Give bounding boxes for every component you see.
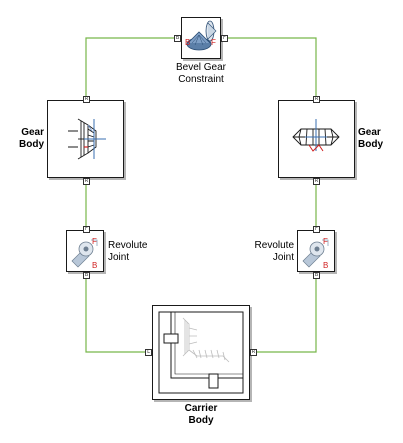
- carrier-frame-icon: [158, 311, 244, 394]
- gear-body-left-port-top[interactable]: R: [83, 96, 90, 103]
- revolute-right-icon-label-b: B: [323, 261, 328, 270]
- bevel-port-f[interactable]: F: [221, 35, 228, 42]
- carrier-port-left[interactable]: L: [145, 349, 152, 356]
- bevel-port-b[interactable]: B: [174, 35, 181, 42]
- revolute-joint-icon: F B: [302, 237, 329, 270]
- carrier-body-block[interactable]: [152, 305, 250, 400]
- bevel-gear-front-icon: [292, 119, 340, 152]
- bevel-gear-constraint-label: Bevel Gear Constraint: [175, 62, 227, 85]
- revolute-joint-left-label: Revolute Joint: [108, 240, 148, 263]
- revolute-joint-right-block[interactable]: F B: [297, 230, 335, 272]
- revolute-joint-icon: F B: [71, 237, 98, 270]
- revolute-left-icon-label-b: B: [92, 261, 97, 270]
- revolute-joint-right-label: Revolute Joint: [254, 240, 294, 263]
- bevel-icon-label-f: F: [211, 38, 216, 47]
- gear-body-right-port-top[interactable]: R: [313, 96, 320, 103]
- gear-body-left-port-bottom[interactable]: R: [83, 178, 90, 185]
- gear-body-right-port-bottom[interactable]: R: [313, 178, 320, 185]
- carrier-body-label: Carrier Body: [184, 403, 218, 426]
- revolute-left-port-f[interactable]: F: [83, 226, 90, 233]
- revolute-left-port-b[interactable]: B: [83, 272, 90, 279]
- connector-right-joint-to-carrier[interactable]: [254, 277, 317, 353]
- bevel-gear-side-icon: [68, 118, 106, 160]
- bevel-gear-icon: B F: [185, 20, 217, 51]
- connector-left-joint-to-carrier[interactable]: [85, 277, 148, 353]
- bevel-icon-label-b: B: [185, 38, 190, 47]
- connector-bevel-to-right-gear[interactable]: [227, 37, 317, 99]
- carrier-port-right[interactable]: R: [250, 349, 257, 356]
- revolute-joint-left-block[interactable]: F B: [66, 230, 104, 272]
- connector-group: [85, 37, 317, 353]
- revolute-right-icon-label-f: F: [323, 237, 328, 246]
- revolute-left-icon-label-f: F: [92, 237, 97, 246]
- gear-body-left-block[interactable]: [47, 100, 124, 178]
- bevel-gear-constraint-block[interactable]: B F: [181, 17, 221, 59]
- gear-body-right-block[interactable]: [278, 100, 355, 178]
- connector-bevel-to-left-gear[interactable]: [85, 37, 174, 99]
- gear-body-right-label: Gear Body: [358, 127, 383, 150]
- gear-body-left-label: Gear Body: [19, 127, 44, 150]
- revolute-right-port-f[interactable]: F: [313, 226, 320, 233]
- revolute-right-port-b[interactable]: B: [313, 272, 320, 279]
